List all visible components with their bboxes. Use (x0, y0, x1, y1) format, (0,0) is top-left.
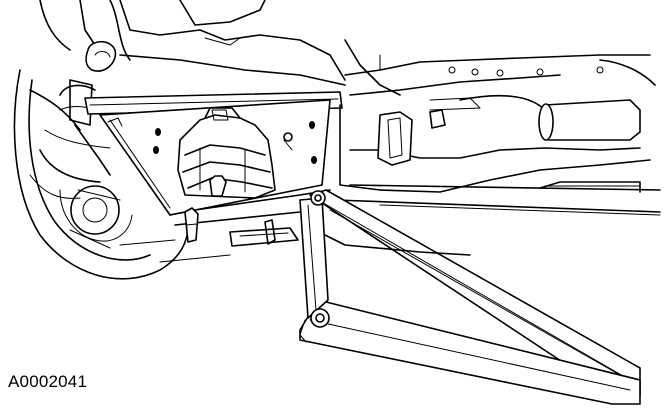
transmission-mount (177, 107, 276, 199)
misc-lines (119, 234, 471, 263)
figure-id-label: A0002041 (8, 372, 88, 391)
frame-right-section (334, 54, 661, 216)
suspension-components (39, 0, 131, 176)
vehicle-body-upper (119, 0, 401, 96)
transmission-jack (299, 189, 641, 405)
wheel-assembly (13, 69, 190, 280)
